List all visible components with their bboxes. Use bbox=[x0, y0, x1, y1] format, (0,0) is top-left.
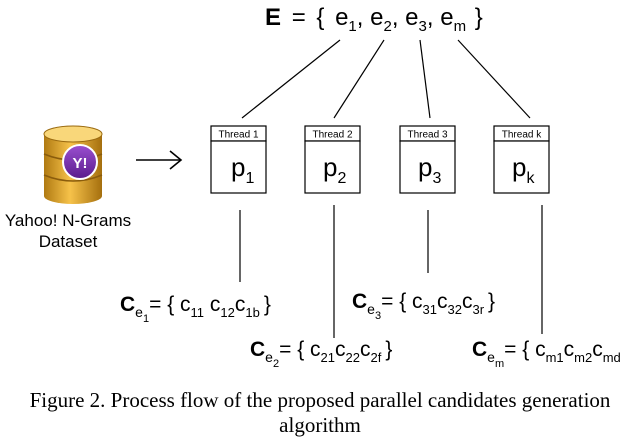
element-em: e bbox=[440, 4, 453, 31]
process-p3: p3 bbox=[418, 152, 441, 187]
element-e1: e bbox=[335, 4, 348, 31]
thread-2: Thread 2 p2 bbox=[304, 125, 361, 194]
line-e3-thread3 bbox=[419, 39, 431, 119]
thread-3-label: Thread 3 bbox=[407, 130, 447, 141]
dataset-label-line1: Yahoo! N-Grams bbox=[5, 211, 131, 230]
figure-caption-line2: algorithm bbox=[279, 413, 361, 437]
database-icon: Y! bbox=[43, 125, 103, 204]
figure-caption-line1: Figure 2. Process flow of the proposed p… bbox=[29, 388, 611, 412]
candidate-set-e3: Ce3= { c31c32c3r} bbox=[352, 290, 495, 322]
line-e2-thread2 bbox=[333, 39, 385, 119]
yahoo-badge-icon bbox=[62, 144, 98, 180]
line-em-thread-k bbox=[457, 39, 531, 119]
set-e-name: E bbox=[265, 4, 281, 31]
process-p1: p1 bbox=[231, 152, 254, 187]
line-e1-thread1 bbox=[241, 39, 341, 119]
element-e1-sub: 1 bbox=[348, 18, 356, 35]
output-lines bbox=[239, 205, 543, 338]
thread-1-label: Thread 1 bbox=[218, 130, 258, 141]
process-pk: pk bbox=[512, 152, 535, 187]
set-e-open: { bbox=[316, 4, 324, 31]
thread-3: Thread 3 p3 bbox=[399, 125, 456, 194]
element-em-sub: m bbox=[454, 18, 467, 35]
element-e3-sub: 3 bbox=[419, 18, 427, 35]
thread-2-label: Thread 2 bbox=[312, 130, 352, 141]
thread-k-label: Thread k bbox=[502, 130, 542, 141]
set-e-eq: = bbox=[292, 4, 306, 31]
thread-k: Thread k pk bbox=[493, 125, 550, 194]
element-e3: e bbox=[405, 4, 418, 31]
yahoo-badge-text: Y! bbox=[73, 155, 88, 172]
candidate-set-em: Cem= { cm1cm2cmd bbox=[472, 338, 621, 370]
candidate-set-e1: Ce1= { c11 c12c1b} bbox=[120, 293, 271, 325]
set-e-close: } bbox=[475, 4, 483, 31]
element-e2-sub: 2 bbox=[383, 18, 391, 35]
process-p2: p2 bbox=[323, 152, 346, 187]
element-e2: e bbox=[370, 4, 383, 31]
distribution-lines bbox=[241, 39, 531, 119]
set-e-expression: E = { e1, e2, e3, em } bbox=[265, 4, 483, 37]
dataset-label-line2: Dataset bbox=[39, 232, 98, 251]
thread-1: Thread 1 p1 bbox=[210, 125, 267, 194]
arrow-icon bbox=[136, 150, 183, 170]
candidate-set-e2: Ce2= { c21c22c2f} bbox=[250, 338, 392, 370]
